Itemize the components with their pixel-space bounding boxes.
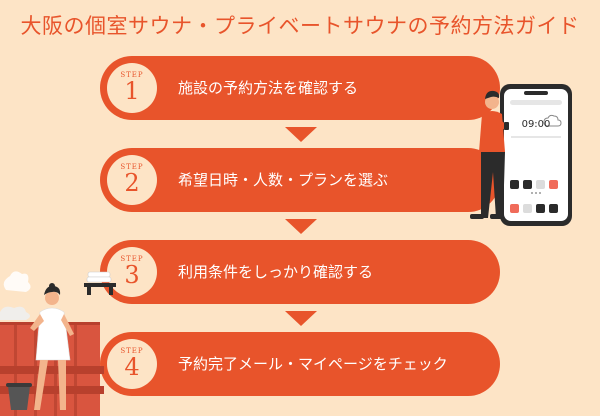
app-icon xyxy=(536,180,545,189)
towel-stack-illustration xyxy=(84,271,116,295)
person-head xyxy=(45,291,59,305)
person-pants xyxy=(481,152,505,218)
step-number: 4 xyxy=(124,353,140,381)
step-label: STEP xyxy=(120,347,144,355)
step-4-badge: STEP 4 xyxy=(107,339,157,389)
step-number: 1 xyxy=(124,77,140,105)
steam-icon xyxy=(3,271,31,292)
step-3-text: 利用条件をしっかり確認する xyxy=(178,263,374,281)
app-icon xyxy=(549,180,558,189)
step-number: 3 xyxy=(124,261,140,289)
down-arrow-icon xyxy=(285,219,317,234)
step-label: STEP xyxy=(120,71,144,79)
step-1: STEP 1 施設の予約方法を確認する xyxy=(100,56,500,120)
step-label: STEP xyxy=(120,255,144,263)
step-3-badge: STEP 3 xyxy=(107,247,157,297)
cloud-icon xyxy=(543,114,562,127)
step-4: STEP 4 予約完了メール・マイページをチェック xyxy=(100,332,500,396)
phone-app-icon xyxy=(510,204,519,213)
phone-time: 09:00 xyxy=(522,119,551,130)
step-2-text: 希望日時・人数・プランを選ぶ xyxy=(178,171,389,189)
step-3: STEP 3 利用条件をしっかり確認する xyxy=(100,240,500,304)
step-2-badge: STEP 2 xyxy=(107,155,157,205)
sauna-bucket xyxy=(8,386,30,410)
down-arrow-icon xyxy=(285,311,317,326)
app-icon xyxy=(523,180,532,189)
phone-screen xyxy=(504,89,568,221)
step-number: 2 xyxy=(124,169,140,197)
step-2: STEP 2 希望日時・人数・プランを選ぶ xyxy=(100,148,500,212)
app-icon xyxy=(510,180,519,189)
app-icon xyxy=(549,204,558,213)
phone-user-illustration: 09:00 xyxy=(470,84,572,226)
phone-search-bar xyxy=(510,100,562,105)
app-icon xyxy=(536,204,545,213)
step-4-text: 予約完了メール・マイページをチェック xyxy=(178,355,448,373)
sauna-illustration xyxy=(0,271,104,416)
step-1-text: 施設の予約方法を確認する xyxy=(178,79,359,97)
person-head xyxy=(485,95,499,109)
page-title: 大阪の個室サウナ・プライベートサウナの予約方法ガイド xyxy=(20,14,580,38)
person-shirt xyxy=(479,111,505,152)
step-label: STEP xyxy=(120,163,144,171)
person-towel xyxy=(35,307,71,361)
down-arrow-icon xyxy=(285,127,317,142)
app-icon xyxy=(523,204,532,213)
step-1-badge: STEP 1 xyxy=(107,63,157,113)
sauna-bench xyxy=(0,366,104,374)
